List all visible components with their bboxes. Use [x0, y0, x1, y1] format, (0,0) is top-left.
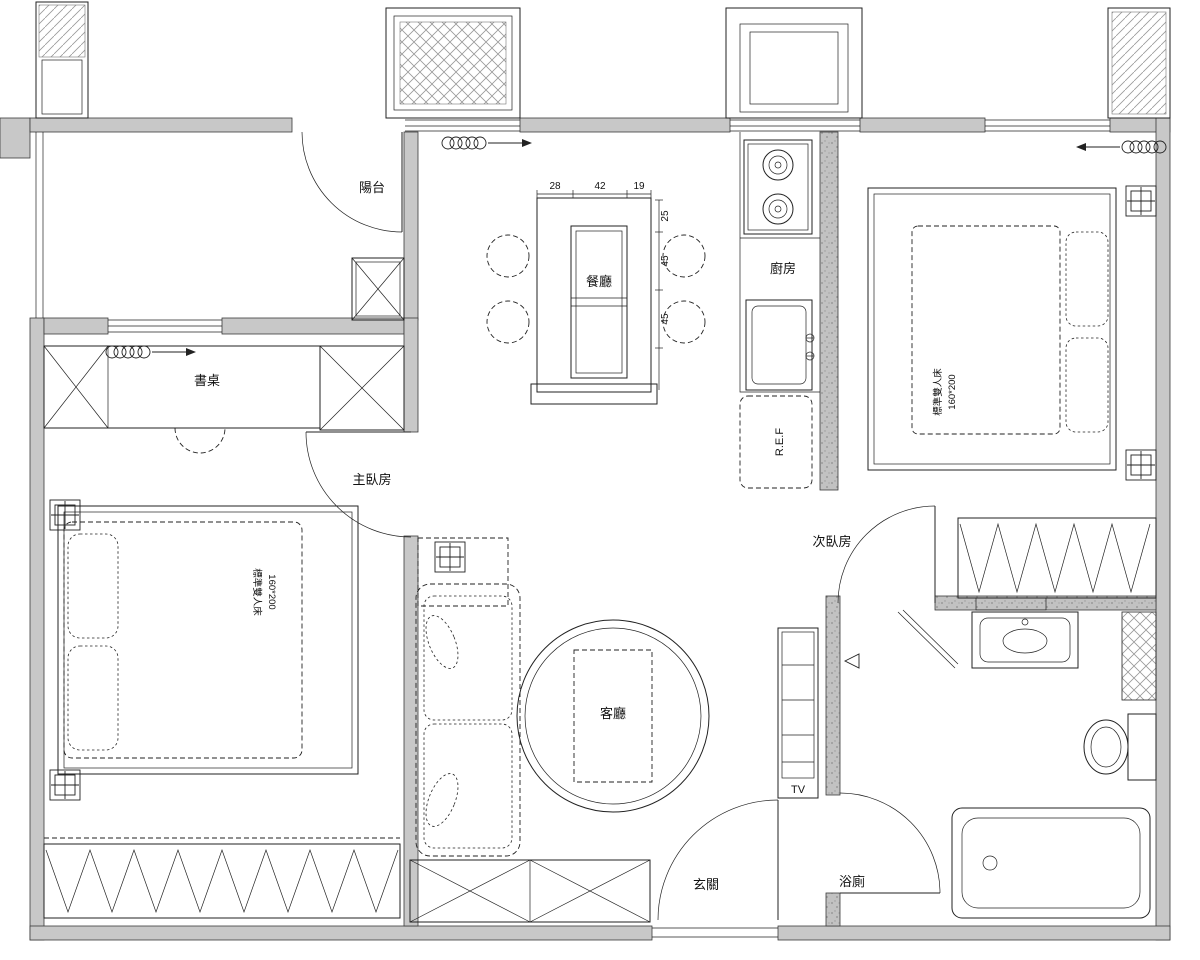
dim-28: 28 [549, 181, 561, 192]
master-bed-note: 標準雙人床 [251, 568, 263, 616]
dining-chair [662, 300, 706, 344]
vent-fan-icon [441, 136, 533, 150]
kitchen-sink [745, 299, 815, 391]
dim-45b: 45 [660, 313, 671, 325]
refrigerator: R.E.F [739, 395, 813, 489]
shower-screen [843, 609, 959, 669]
desk-chair [174, 427, 226, 454]
dim-45a: 45 [660, 255, 671, 267]
pillow [1065, 231, 1109, 327]
label-kitchen: 廚房 [770, 261, 796, 276]
entrance-door [652, 799, 779, 938]
stove [743, 139, 813, 235]
second-bedroom-door [837, 505, 936, 604]
tv-label: TV [791, 784, 806, 796]
master-closet [319, 345, 405, 431]
master-bedroom: 標準雙人床 160*200 [43, 345, 405, 919]
label-balcony: 陽台 [359, 180, 385, 195]
pillow [67, 533, 119, 639]
sofa [415, 583, 521, 857]
door-swing-marker [843, 653, 860, 669]
label-second-bedroom: 次臥房 [812, 534, 851, 549]
bathroom-door [839, 792, 941, 894]
dining-chair [486, 300, 530, 344]
pillow [1065, 337, 1109, 433]
dining-chair [486, 234, 530, 278]
master-wardrobe [43, 837, 401, 919]
label-dining: 餐廳 [586, 274, 612, 289]
label-master-bedroom: 主臥房 [352, 472, 391, 487]
coffee-table [516, 619, 710, 813]
cushion [425, 773, 459, 827]
tv-cabinet: TV [777, 627, 819, 799]
dining-chair [662, 234, 706, 278]
dim-25: 25 [660, 210, 671, 222]
second-bed-size: 160*200 [947, 374, 958, 409]
bathroom [843, 597, 1157, 919]
bathtub [951, 807, 1151, 919]
second-bed-note: 標準雙人床 [932, 368, 944, 416]
dim-19: 19 [633, 181, 645, 192]
duct [1121, 611, 1157, 701]
refrigerator-label: R.E.F [774, 428, 786, 456]
second-bed: 標準雙人床 160*200 [867, 187, 1117, 471]
label-living-room: 客廳 [600, 706, 626, 721]
label-foyer: 玄關 [693, 877, 719, 892]
windows [35, 119, 1110, 333]
second-bedroom-closet [957, 517, 1157, 599]
kitchen-counter: R.E.F [739, 132, 820, 489]
toilet [1083, 713, 1157, 781]
vanity-sink [971, 597, 1079, 669]
label-desk: 書桌 [194, 373, 220, 388]
doors [301, 131, 941, 938]
downlight-icon [434, 541, 466, 573]
desk [43, 345, 321, 454]
downlight-icon [1125, 449, 1157, 481]
downlight-icon [49, 499, 81, 531]
master-bed: 標準雙人床 160*200 [57, 505, 359, 775]
master-bed-size: 160*200 [266, 574, 277, 609]
room-labels: 陽台 餐廳 廚房 書桌 主臥房 次臥房 客廳 玄關 浴廁 [194, 180, 865, 892]
label-bathroom: 浴廁 [839, 874, 865, 889]
pillow [67, 645, 119, 751]
dim-42: 42 [594, 181, 606, 192]
shoe-cabinet [409, 859, 651, 923]
exterior-structures [35, 1, 1171, 119]
dimension-lines: 28 42 19 25 45 45 [536, 181, 671, 390]
vent-fan-icon [1075, 140, 1167, 154]
cushion [425, 615, 459, 669]
walls [0, 117, 1171, 941]
downlight-icon [1125, 185, 1157, 217]
living-room: TV [409, 537, 819, 923]
balcony-door [301, 131, 403, 233]
vent-fan-icon [105, 345, 197, 359]
second-bedroom: 標準雙人床 160*200 [867, 185, 1157, 599]
side-table [417, 537, 509, 607]
dining-table [486, 197, 706, 405]
shaft [351, 257, 405, 321]
